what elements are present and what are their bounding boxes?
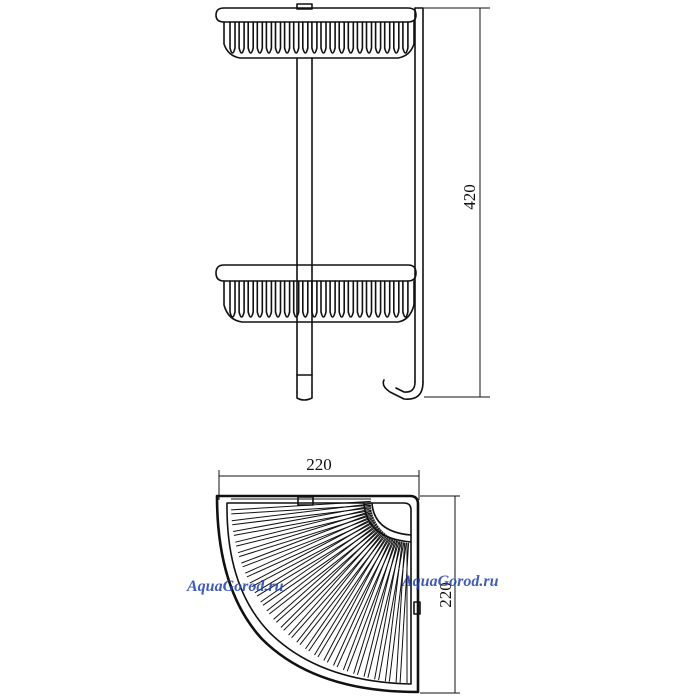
width-dimension: 220 bbox=[218, 455, 420, 500]
depth-dimension-label: 220 bbox=[436, 582, 455, 608]
basket-slat bbox=[374, 280, 382, 318]
fan-slat bbox=[367, 541, 402, 678]
fan-slat bbox=[246, 518, 375, 578]
basket-slat bbox=[383, 280, 391, 318]
wall-mount-bar bbox=[382, 7, 424, 400]
basket-slat bbox=[402, 21, 409, 54]
fan-slat bbox=[378, 542, 405, 681]
basket-slat bbox=[320, 21, 327, 54]
fan-slat bbox=[291, 532, 385, 639]
watermark-right: AquaGorod.ru bbox=[401, 573, 499, 590]
fan-slats bbox=[231, 498, 412, 683]
fan-slat bbox=[299, 534, 387, 646]
fan-slat bbox=[231, 504, 372, 515]
basket-slat bbox=[402, 280, 409, 318]
basket-slat bbox=[393, 21, 400, 54]
top-bracket bbox=[296, 3, 313, 10]
basket-slat bbox=[283, 21, 291, 54]
top-basket-slats bbox=[229, 21, 409, 54]
basket-slat bbox=[283, 280, 291, 318]
fan-slat bbox=[232, 507, 372, 526]
basket-slat bbox=[320, 280, 327, 318]
basket-slat bbox=[247, 280, 255, 318]
basket-slat bbox=[383, 21, 391, 54]
basket-slat bbox=[329, 21, 336, 54]
basket-slat bbox=[265, 21, 273, 54]
basket-slat bbox=[238, 280, 245, 318]
basket-slat bbox=[256, 21, 264, 54]
fan-slat bbox=[268, 527, 380, 615]
height-dimension: 420 bbox=[424, 7, 490, 398]
top-basket bbox=[215, 3, 417, 59]
bottom-basket-slats bbox=[229, 280, 409, 318]
fan-slat bbox=[236, 512, 373, 547]
basket-slat bbox=[338, 280, 346, 318]
width-dimension-label: 220 bbox=[306, 455, 332, 474]
fan-slat bbox=[256, 523, 378, 597]
basket-slat bbox=[393, 280, 400, 318]
fan-slat bbox=[275, 529, 382, 623]
watermark-left: AquaGorod.ru bbox=[186, 578, 284, 595]
height-dimension-label: 420 bbox=[460, 184, 479, 210]
basket-slat bbox=[302, 21, 309, 54]
basket-slat bbox=[274, 21, 282, 54]
side-view-bracket bbox=[413, 601, 421, 615]
basket-slat bbox=[311, 280, 318, 318]
basket-slat bbox=[302, 280, 309, 318]
fan-slat bbox=[308, 535, 389, 652]
basket-slat bbox=[229, 280, 236, 318]
fan-slat bbox=[262, 525, 379, 606]
basket-slat bbox=[329, 280, 336, 318]
fan-slat bbox=[326, 538, 393, 663]
fan-slat bbox=[388, 542, 407, 682]
basket-slat bbox=[311, 21, 318, 54]
fan-slat bbox=[233, 509, 372, 536]
fan-slat bbox=[336, 539, 396, 668]
basket-slat bbox=[347, 280, 355, 318]
basket-slat bbox=[292, 21, 300, 54]
fan-slat bbox=[346, 540, 398, 672]
basket-slat bbox=[374, 21, 382, 54]
fan-slat bbox=[399, 542, 410, 683]
basket-slat bbox=[256, 280, 264, 318]
fan-slat bbox=[242, 516, 374, 568]
basket-slat bbox=[365, 280, 373, 318]
basket-slat bbox=[356, 280, 364, 318]
top-view: 220 220 bbox=[215, 455, 460, 694]
bottom-basket bbox=[215, 264, 417, 323]
fan-slat bbox=[317, 536, 391, 658]
basket-slat bbox=[347, 21, 355, 54]
basket-slat bbox=[365, 21, 373, 54]
basket-slat bbox=[274, 280, 282, 318]
depth-dimension: 220 bbox=[420, 495, 460, 694]
corner-frame bbox=[215, 494, 421, 694]
fan-slat bbox=[251, 521, 376, 588]
basket-slat bbox=[247, 21, 255, 54]
basket-slat bbox=[292, 280, 300, 318]
fan-slat bbox=[239, 514, 373, 558]
fan-slat bbox=[356, 541, 400, 675]
basket-slat bbox=[356, 21, 364, 54]
basket-slat bbox=[229, 21, 236, 54]
fan-slat bbox=[283, 530, 384, 631]
basket-slat bbox=[338, 21, 346, 54]
side-view: 420 bbox=[215, 3, 490, 401]
support-rod bbox=[296, 57, 313, 401]
basket-slat bbox=[265, 280, 273, 318]
basket-slat bbox=[238, 21, 245, 54]
